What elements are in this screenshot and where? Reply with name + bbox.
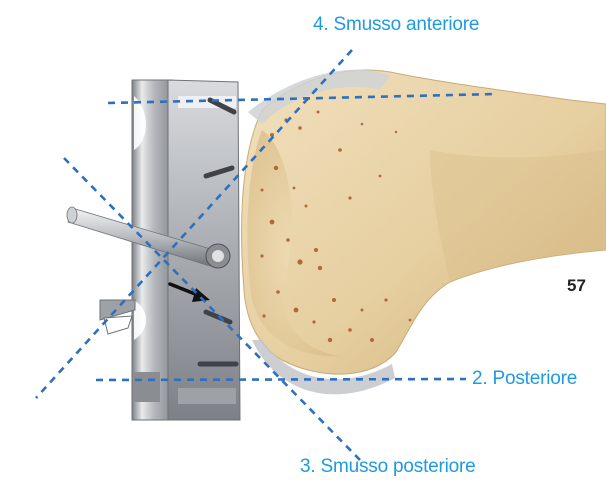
posterior-label: 2. Posteriore [472,368,577,390]
cut-line-posterior [96,379,466,380]
page-number: 57 [567,276,586,296]
anterior-chamfer-label: 4. Smusso anteriore [313,14,479,36]
posterior-chamfer-label: 3. Smusso posteriore [300,456,476,478]
femur-bone [242,70,606,395]
